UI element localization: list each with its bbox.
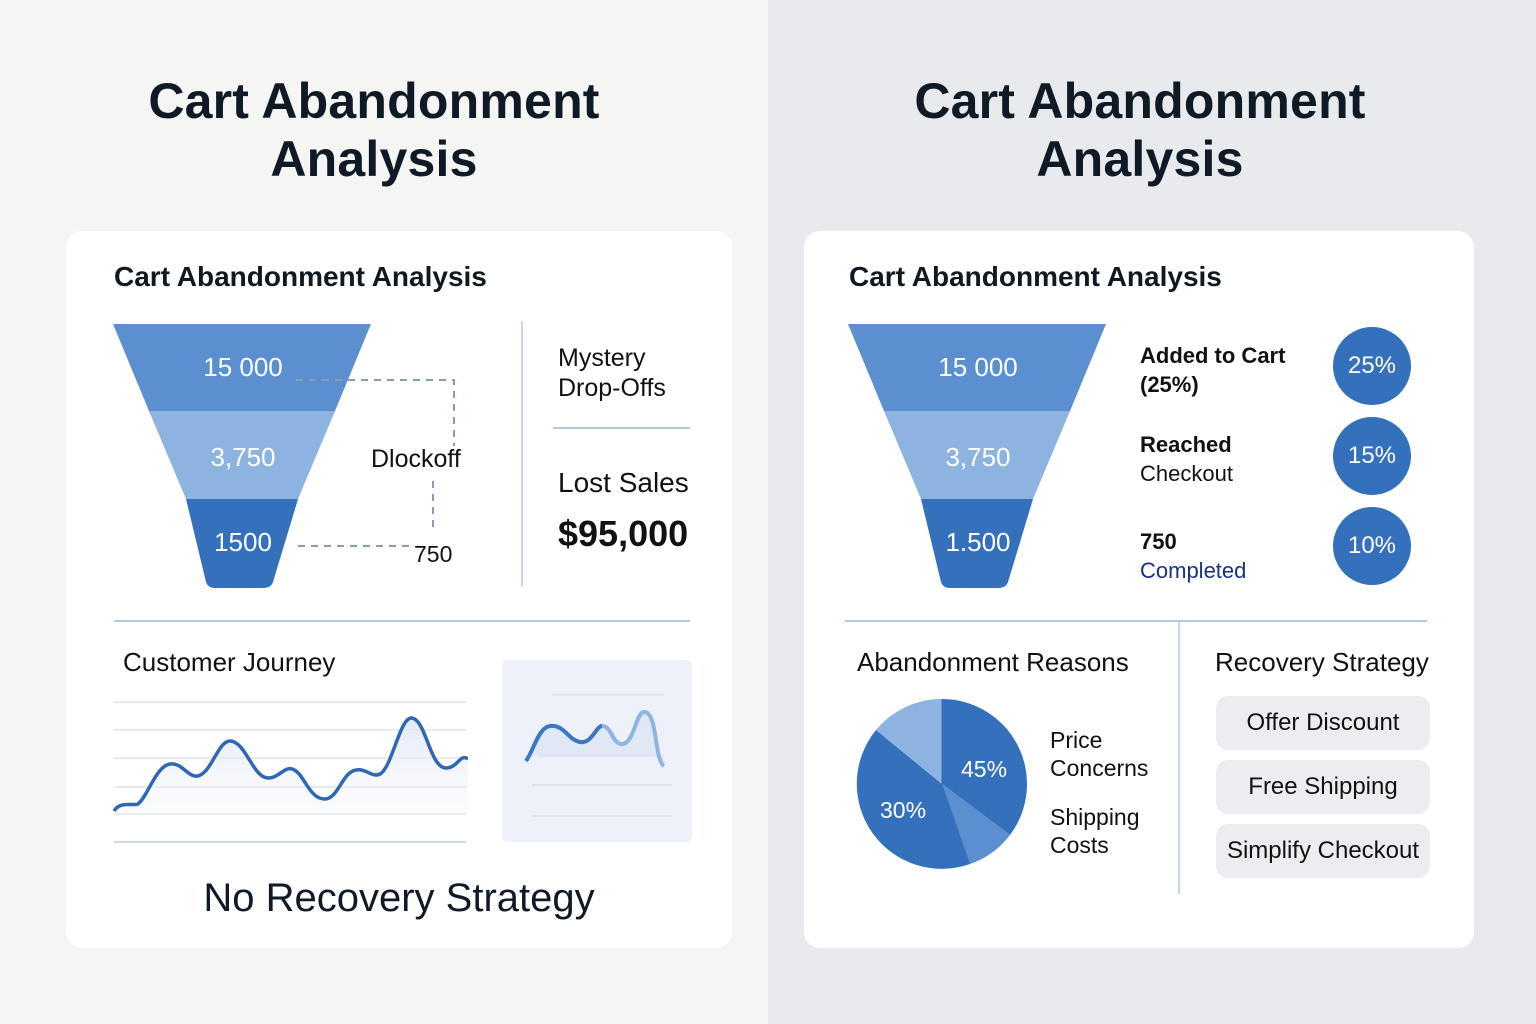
left-funnel: 15 000 3,750 1500 [113, 324, 373, 589]
funnel-stage-3-value: 1.500 [945, 527, 1011, 557]
lost-sales-value: $95,000 [558, 513, 689, 554]
dropoff-label: Dlockoff [371, 445, 461, 473]
funnel-chart [848, 324, 1106, 588]
step-added-to-cart: Added to Cart (25%) [1140, 341, 1285, 399]
no-recovery-strategy: No Recovery Strategy [203, 876, 595, 920]
customer-journey-title: Customer Journey [123, 647, 336, 677]
mystery-line-1: Mystery [558, 344, 646, 372]
left-card: Cart Abandonment Analysis 15 000 3,750 1… [66, 231, 732, 948]
right-card: Cart Abandonment Analysis 15 000 3,750 1… [804, 231, 1474, 948]
step-completed: 750 Completed [1140, 527, 1246, 585]
free-shipping-button[interactable]: Free Shipping [1216, 760, 1430, 814]
right-panel: Cart Abandonment Analysis Cart Abandonme… [768, 0, 1536, 1024]
pie-label-30: 30% [880, 797, 927, 823]
legend-1-line-2: Concerns [1050, 755, 1149, 781]
abandonment-pie-chart [856, 698, 1027, 869]
section-vertical-divider [1178, 622, 1180, 894]
step-reached-checkout: Reached Checkout [1140, 430, 1233, 488]
funnel-stage-1-value: 15 000 [203, 352, 283, 382]
funnel-stage-2-value: 3,750 [945, 442, 1011, 472]
funnel-stage-1-value: 15 000 [938, 352, 1018, 382]
section-divider [114, 620, 690, 622]
recovery-strategy-title: Recovery Strategy [1215, 647, 1429, 677]
mini-chart-card [502, 660, 692, 842]
right-heading: Cart Abandonment Analysis [756, 72, 1524, 188]
pct-circle-checkout: 15% [1333, 417, 1411, 495]
legend-shipping-costs: Shipping Costs [1050, 803, 1140, 859]
dropoff-connector [296, 379, 455, 547]
left-card-title: Cart Abandonment Analysis [114, 261, 487, 292]
dropoff-value: 750 [414, 541, 453, 567]
legend-price-concerns: Price Concerns [1050, 726, 1148, 782]
legend-2-line-1: Shipping [1050, 804, 1140, 830]
funnel-stage-3-value: 1500 [214, 527, 272, 557]
step-1-line-1: Added to Cart [1140, 343, 1286, 368]
right-heading-text: Cart Abandonment Analysis [914, 73, 1366, 187]
step-2-line-1: Reached [1140, 432, 1232, 457]
pie-label-45: 45% [961, 756, 1008, 782]
funnel-chart [113, 324, 371, 588]
simplify-checkout-button[interactable]: Simplify Checkout [1216, 824, 1430, 878]
left-heading: Cart Abandonment Analysis [0, 72, 758, 188]
step-3-line-1: 750 [1140, 529, 1177, 554]
mystery-dropoffs: Mystery Drop-Offs [558, 343, 666, 403]
right-card-title: Cart Abandonment Analysis [849, 261, 1222, 292]
offer-discount-button[interactable]: Offer Discount [1216, 696, 1430, 750]
lost-sales-label: Lost Sales [558, 467, 689, 498]
step-3-line-2: Completed [1140, 558, 1247, 583]
customer-journey-chart [112, 701, 468, 843]
left-heading-text: Cart Abandonment Analysis [148, 73, 600, 187]
stat-divider [553, 427, 690, 429]
left-panel: Cart Abandonment Analysis Cart Abandonme… [0, 0, 768, 1024]
pct-circle-added: 25% [1333, 327, 1411, 405]
pct-circle-completed: 10% [1333, 507, 1411, 585]
section-divider [845, 620, 1427, 622]
abandonment-reasons-title: Abandonment Reasons [857, 647, 1129, 677]
right-funnel: 15 000 3,750 1.500 [848, 324, 1108, 589]
funnel-stage-2-value: 3,750 [210, 442, 276, 472]
step-2-line-2: Checkout [1140, 461, 1233, 486]
legend-1-line-1: Price [1050, 727, 1103, 753]
vertical-divider [521, 321, 523, 586]
mystery-line-2: Drop-Offs [558, 374, 666, 402]
step-1-line-2: (25%) [1140, 372, 1199, 397]
mini-chart [524, 694, 672, 817]
legend-2-line-2: Costs [1050, 832, 1109, 858]
